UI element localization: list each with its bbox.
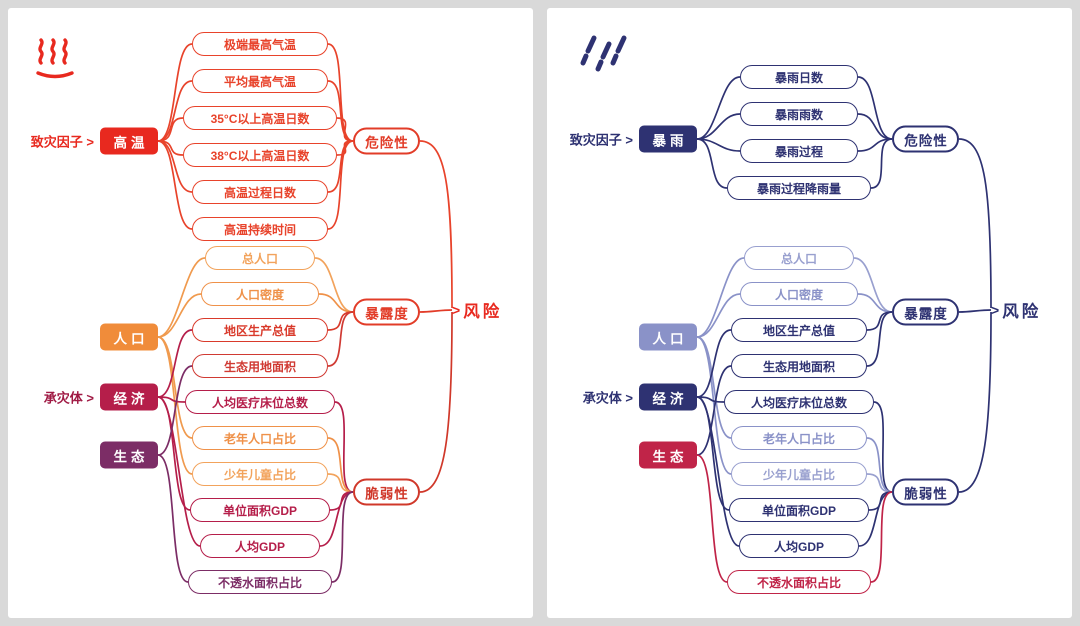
body-node-population: 人口 xyxy=(639,323,697,351)
risk-label-group: > 风险 xyxy=(991,298,1041,322)
exposed-body-label: 承灾体 > xyxy=(43,390,94,406)
body-indicator-pill: 单位面积GDP xyxy=(190,498,330,522)
hazard-indicator-pill: 高温过程日数 xyxy=(192,180,328,204)
danger-pill: 危险性 xyxy=(892,125,959,153)
body-indicator-pill: 总人口 xyxy=(205,246,315,270)
heat-waves-icon xyxy=(32,36,78,85)
hazard-indicator-pill: 高温持续时间 xyxy=(192,217,328,241)
body-indicator-pill: 人均医疗床位总数 xyxy=(185,390,335,414)
body-indicator-pill: 不透水面积占比 xyxy=(188,570,332,594)
hazard-indicator-pill: 平均最高气温 xyxy=(192,69,328,93)
body-node-population: 人口 xyxy=(100,323,158,351)
hazard-indicator-pill: 暴雨日数 xyxy=(740,65,858,89)
risk-label: 风险 xyxy=(463,303,503,321)
body-node-ecology: 生态 xyxy=(639,441,697,469)
body-indicator-pill: 生态用地面积 xyxy=(731,354,867,378)
body-indicator-pill: 少年儿童占比 xyxy=(731,462,867,486)
hazard-indicator-pill: 极端最高气温 xyxy=(192,32,328,56)
hazard-indicator-pill: 38°C以上高温日数 xyxy=(183,143,337,167)
rain-icon xyxy=(575,34,633,87)
hazard-factor-label: 致灾因子 > xyxy=(30,134,94,150)
body-indicator-pill: 生态用地面积 xyxy=(192,354,328,378)
exposure-pill: 暴露度 xyxy=(892,298,959,326)
body-node-ecology: 生态 xyxy=(100,441,158,469)
hazard-indicator-pill: 35°C以上高温日数 xyxy=(183,106,337,130)
body-indicator-pill: 地区生产总值 xyxy=(192,318,328,342)
body-indicator-pill: 不透水面积占比 xyxy=(727,570,871,594)
body-indicator-pill: 地区生产总值 xyxy=(731,318,867,342)
risk-label: 风险 xyxy=(1002,303,1042,321)
exposed-body-label: 承灾体 > xyxy=(582,390,633,406)
body-indicator-pill: 总人口 xyxy=(744,246,854,270)
body-node-economy: 经济 xyxy=(100,383,158,411)
body-indicator-pill: 人均GDP xyxy=(200,534,320,558)
body-indicator-pill: 人均医疗床位总数 xyxy=(724,390,874,414)
hazard-indicator-pill: 暴雨雨数 xyxy=(740,102,858,126)
heat-risk-panel: 致灾因子 > 高温 极端最高气温 平均最高气温 35°C以上高温日数 38°C以… xyxy=(8,8,533,618)
risk-arrow-icon: > xyxy=(452,302,461,318)
rainstorm-connector-lines xyxy=(696,76,992,583)
risk-label-group: > 风险 xyxy=(452,298,502,322)
body-node-economy: 经济 xyxy=(639,383,697,411)
hazard-indicator-pill: 暴雨过程 xyxy=(740,139,858,163)
risk-arrow-icon: > xyxy=(991,302,1000,318)
body-indicator-pill: 人口密度 xyxy=(740,282,858,306)
vulnerability-pill: 脆弱性 xyxy=(892,478,959,506)
body-indicator-pill: 人均GDP xyxy=(739,534,859,558)
body-indicator-pill: 老年人口占比 xyxy=(731,426,867,450)
heat-connector-lines xyxy=(157,43,453,583)
exposure-pill: 暴露度 xyxy=(353,298,420,326)
body-indicator-pill: 单位面积GDP xyxy=(729,498,869,522)
hazard-node-heat: 高温 xyxy=(100,127,158,155)
rainstorm-risk-panel: 致灾因子 > 暴雨 暴雨日数 暴雨雨数 暴雨过程 暴雨过程降雨量 危险性 暴露度… xyxy=(547,8,1072,618)
hazard-indicator-pill: 暴雨过程降雨量 xyxy=(727,176,871,200)
danger-pill: 危险性 xyxy=(353,127,420,155)
body-indicator-pill: 人口密度 xyxy=(201,282,319,306)
body-indicator-pill: 少年儿童占比 xyxy=(192,462,328,486)
hazard-factor-label: 致灾因子 > xyxy=(569,132,633,148)
body-indicator-pill: 老年人口占比 xyxy=(192,426,328,450)
vulnerability-pill: 脆弱性 xyxy=(353,478,420,506)
hazard-node-rainstorm: 暴雨 xyxy=(639,125,697,153)
